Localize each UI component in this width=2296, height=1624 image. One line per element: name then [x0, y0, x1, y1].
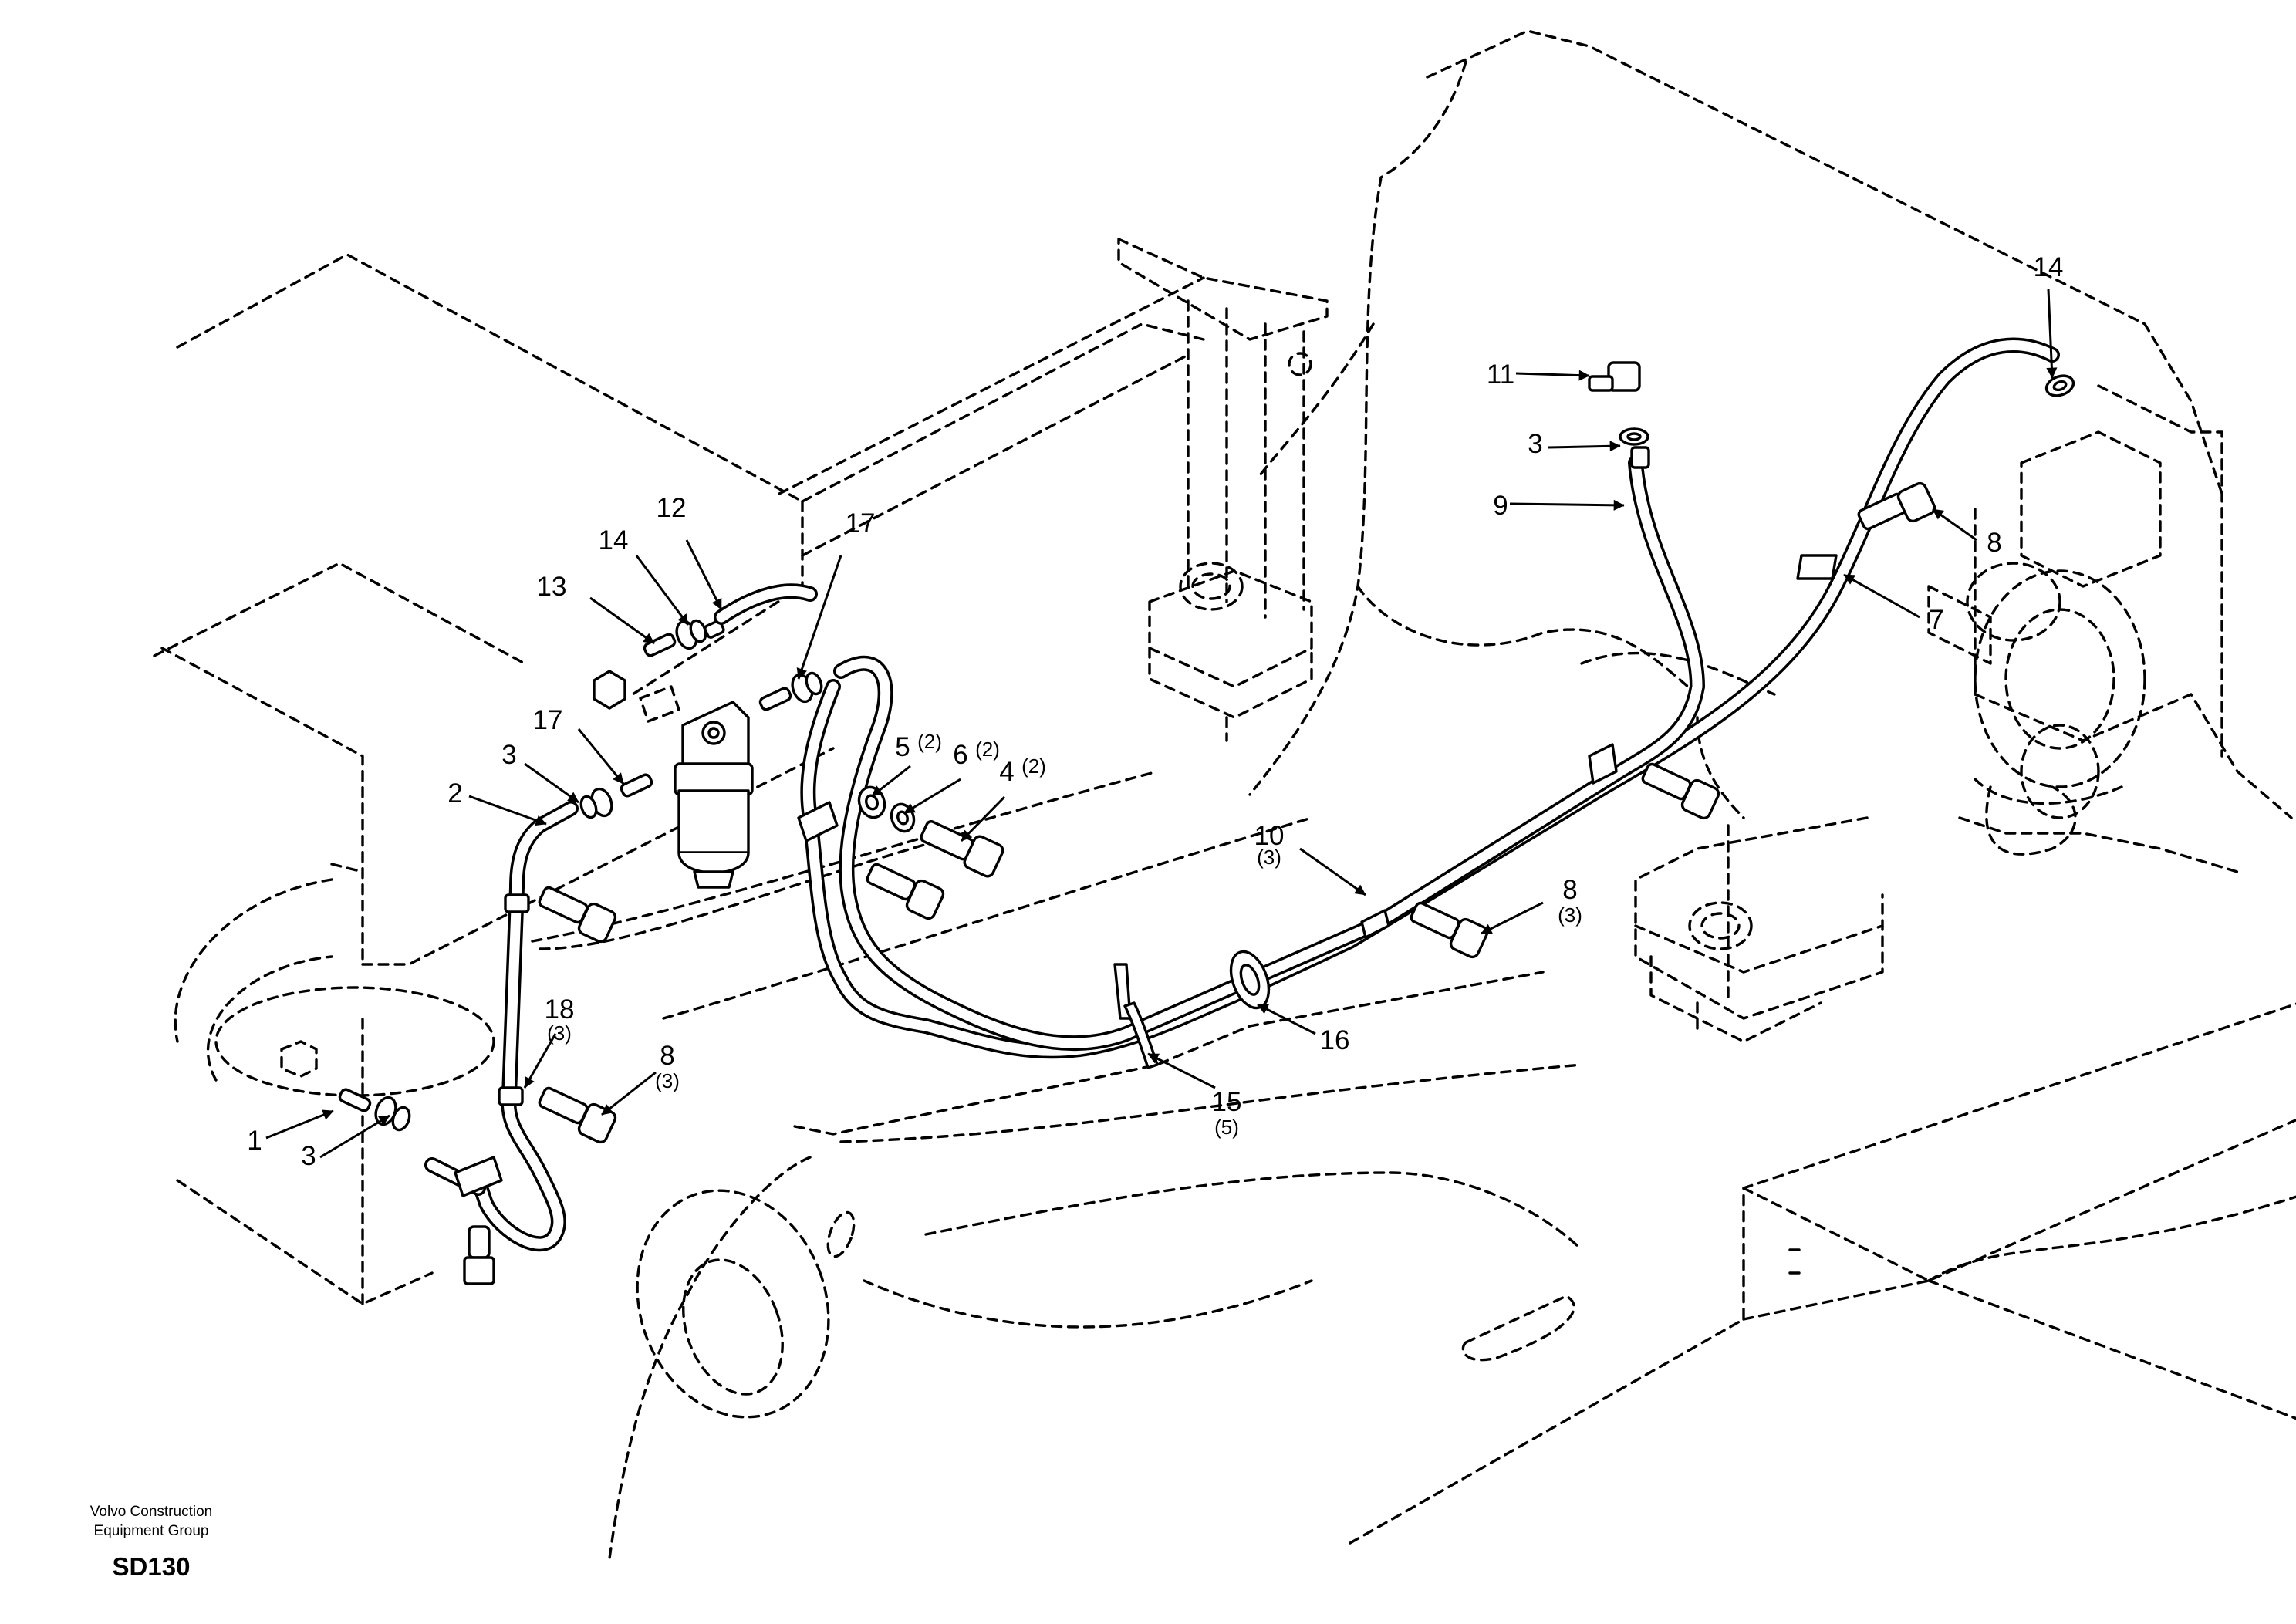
callout-13: 13 — [537, 572, 567, 602]
fittings — [280, 361, 2075, 1285]
callout-17-upper: 17 — [846, 508, 876, 539]
callout-8-left-qty: (3) — [655, 1069, 680, 1092]
hex-nut — [593, 670, 626, 710]
callout-8-mid-qty: (3) — [1558, 903, 1582, 927]
callout-2: 2 — [447, 778, 462, 809]
drawing-code: SD130 — [112, 1552, 191, 1581]
callout-5-qty: (2) — [917, 730, 942, 753]
callout-labels: 1 2 3 3 3 4 (2) 5 (2) 6 (2) 7 8 8 (3) 8 … — [247, 252, 2063, 1171]
callout-9: 9 — [1493, 491, 1508, 521]
callout-4-qty: (2) — [1021, 755, 1046, 778]
clamp-left-upper — [504, 893, 530, 913]
clamp-c — [1588, 743, 1618, 785]
main-fuel-line — [797, 337, 2060, 1069]
callout-3-bottom: 3 — [301, 1141, 316, 1171]
callout-10: 10 — [1254, 821, 1285, 851]
hose-end — [1630, 446, 1650, 469]
callout-16: 16 — [1320, 1025, 1350, 1055]
band-15b — [1123, 1001, 1159, 1069]
callout-14-right: 14 — [2034, 252, 2064, 282]
fuel-filter — [593, 670, 754, 889]
callout-6: 6 — [953, 740, 967, 770]
callout-18-qty: (3) — [547, 1021, 572, 1045]
callout-15: 15 — [1212, 1087, 1242, 1117]
machine-outline — [153, 29, 2296, 1560]
clamp-b — [1360, 909, 1390, 939]
callout-1: 1 — [247, 1126, 262, 1156]
leader-lines — [265, 289, 2058, 1159]
callout-14-left: 14 — [599, 525, 629, 555]
callout-5: 5 — [895, 732, 910, 762]
callout-10-qty: (3) — [1257, 846, 1281, 869]
clamp-d — [1796, 554, 1838, 580]
callout-12: 12 — [657, 493, 687, 523]
callout-7: 7 — [1929, 605, 1943, 635]
callout-15-qty: (5) — [1214, 1116, 1239, 1139]
pipe-clip — [454, 1156, 503, 1197]
company-name: Volvo Construction Equipment Group — [28, 1502, 275, 1541]
company-line-1: Volvo Construction — [89, 1504, 213, 1520]
callout-17-lower: 17 — [533, 705, 563, 735]
callout-8-mid: 8 — [1562, 875, 1577, 905]
callout-8-left: 8 — [660, 1041, 674, 1071]
callout-4: 4 — [999, 757, 1014, 787]
company-line-2: Equipment Group — [93, 1523, 209, 1539]
clamp-a — [797, 801, 839, 842]
callout-3-left: 3 — [501, 740, 516, 770]
callout-11: 11 — [1487, 360, 1514, 390]
callout-3-right: 3 — [1528, 429, 1542, 459]
callout-6-qty: (2) — [975, 738, 1000, 761]
clamp-left-lower — [498, 1086, 524, 1106]
callout-18: 18 — [545, 994, 575, 1025]
callout-8-right: 8 — [1987, 528, 2001, 558]
left-fuel-line — [424, 801, 579, 1252]
